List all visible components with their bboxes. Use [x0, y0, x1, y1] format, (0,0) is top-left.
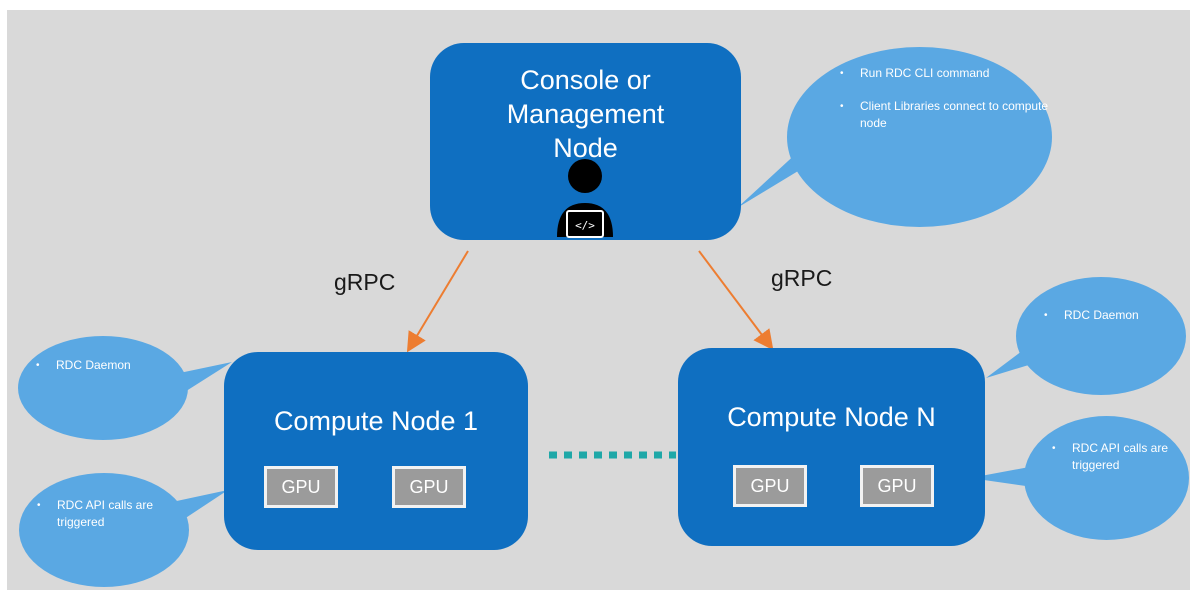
- console-node-title: Console or Management Node: [506, 65, 665, 163]
- bubble-tail-cnn-api: [970, 465, 1040, 488]
- callout-item: Client Libraries connect to compute node: [832, 98, 1052, 132]
- compute-node-n-title: Compute Node N: [727, 402, 936, 432]
- compute-node-1-title: Compute Node 1: [273, 406, 479, 436]
- console-node: Console or Management Node </>: [430, 43, 741, 240]
- callout-item: RDC API calls are triggered: [1044, 440, 1189, 474]
- gpu-chip: GPU: [733, 465, 807, 507]
- developer-with-laptop-icon: </>: [557, 159, 613, 238]
- compute-node-n: Compute Node N GPU GPU: [678, 348, 985, 546]
- compute-node-1: Compute Node 1 GPU GPU: [224, 352, 528, 550]
- compute-node-n-api-callout: RDC API calls are triggered: [1024, 416, 1189, 540]
- grpc-arrow-left: [406, 250, 469, 353]
- grpc-arrow-right: [698, 250, 774, 351]
- compute-node-1-daemon-callout: RDC Daemon: [18, 336, 188, 440]
- gpu-chip: GPU: [392, 466, 466, 508]
- grpc-label-left: gRPC: [334, 269, 396, 295]
- callout-item: Run RDC CLI command: [832, 65, 1052, 82]
- console-callout: Run RDC CLI command Client Libraries con…: [787, 47, 1052, 227]
- compute-node-1-api-callout: RDC API calls are triggered: [19, 473, 189, 587]
- callout-item: RDC Daemon: [28, 357, 188, 374]
- bubble-tail-console: [737, 150, 808, 208]
- gpu-chip: GPU: [264, 466, 338, 508]
- compute-node-n-daemon-callout: RDC Daemon: [1016, 277, 1186, 395]
- gpu-chip: GPU: [860, 465, 934, 507]
- callout-item: RDC API calls are triggered: [29, 497, 189, 531]
- svg-text:</>: </>: [575, 219, 595, 232]
- grpc-label-right: gRPC: [771, 265, 833, 291]
- callout-item: RDC Daemon: [1036, 307, 1186, 324]
